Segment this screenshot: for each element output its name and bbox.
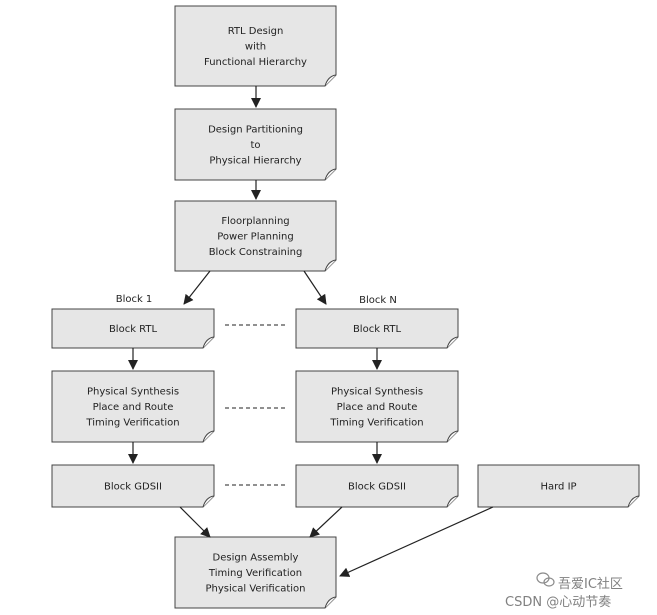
box-text-line: Floorplanning bbox=[221, 216, 289, 227]
box-text-line: Hard IP bbox=[540, 482, 576, 493]
blockn-rtl-box: Block RTL bbox=[295, 308, 459, 349]
box-fold bbox=[324, 596, 337, 609]
box-fold bbox=[446, 336, 459, 349]
box-fold bbox=[324, 74, 337, 87]
box-text-line: Timing Verification bbox=[208, 568, 302, 579]
blockn-gdsii-box: Block GDSII bbox=[295, 464, 459, 508]
box-text-line: Place and Route bbox=[337, 402, 418, 413]
box-text-line: Power Planning bbox=[217, 232, 294, 243]
watermark-line1: 吾爱IC社区 bbox=[558, 576, 623, 592]
watermark: 吾爱IC社区 CSDN @心动节奏 bbox=[505, 572, 623, 610]
arrow-block1-gdsii-to-assembly bbox=[179, 506, 211, 538]
arrow-blockn-gdsii-to-assembly bbox=[309, 506, 343, 538]
box-text-line: Physical Hierarchy bbox=[209, 156, 301, 167]
box-text-line: Design Partitioning bbox=[208, 125, 303, 136]
box-fold bbox=[324, 168, 337, 181]
box-text-line: Physical Verification bbox=[205, 584, 305, 595]
box-text-line: Timing Verification bbox=[85, 418, 179, 429]
blockn-label: Block N bbox=[359, 295, 397, 306]
box-text-line: Functional Hierarchy bbox=[204, 57, 307, 68]
box-fold bbox=[202, 430, 215, 443]
box-text-line: Block RTL bbox=[353, 324, 402, 335]
box-fold bbox=[446, 430, 459, 443]
wechat-icon bbox=[536, 572, 555, 587]
arrow-floorplanning-to-block1 bbox=[183, 270, 211, 305]
box-text-line: RTL Design bbox=[228, 26, 284, 37]
box-text-line: Block Constraining bbox=[209, 247, 303, 258]
box-text-line: Design Assembly bbox=[213, 553, 299, 564]
hard-ip-box: Hard IP bbox=[477, 464, 640, 508]
arrow-hardip-to-assembly bbox=[339, 506, 494, 577]
block1-label: Block 1 bbox=[116, 294, 153, 305]
box-fold bbox=[324, 259, 337, 272]
box-text-line: Physical Synthesis bbox=[331, 387, 423, 398]
arrow-floorplanning-to-blockn bbox=[303, 270, 327, 305]
box-text-line: Place and Route bbox=[93, 402, 174, 413]
box-text-line: Timing Verification bbox=[329, 418, 423, 429]
box-fold bbox=[202, 495, 215, 508]
box-text-line: Physical Synthesis bbox=[87, 387, 179, 398]
box-fold bbox=[446, 495, 459, 508]
block1-rtl-box: Block RTL bbox=[51, 308, 215, 349]
block1-gdsii-box: Block GDSII bbox=[51, 464, 215, 508]
box-text-line: with bbox=[245, 42, 266, 53]
box-text-line: Block GDSII bbox=[348, 482, 406, 493]
box-fold bbox=[627, 495, 640, 508]
box-text-line: Block RTL bbox=[109, 324, 158, 335]
box-fold bbox=[202, 336, 215, 349]
box-text-line: to bbox=[250, 140, 260, 151]
watermark-line2: CSDN @心动节奏 bbox=[505, 595, 611, 610]
box-text-line: Block GDSII bbox=[104, 482, 162, 493]
